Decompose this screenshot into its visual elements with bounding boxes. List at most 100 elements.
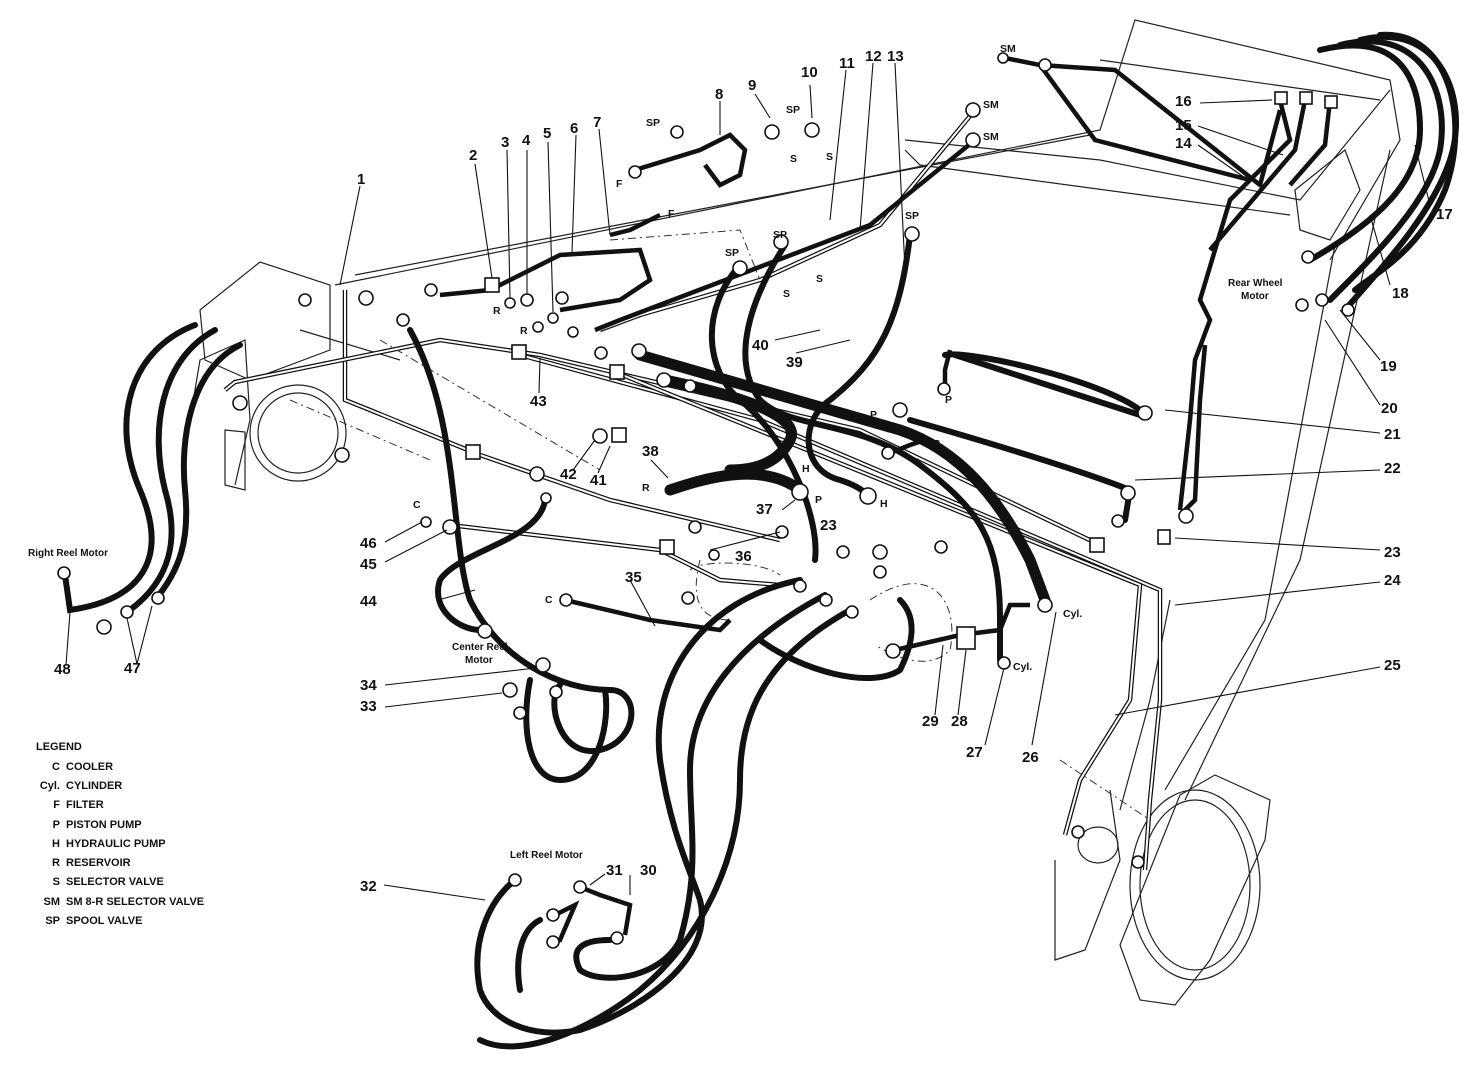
left-reel-motor-label: Left Reel Motor xyxy=(510,850,583,861)
callout-1: 1 xyxy=(357,171,365,188)
callout-25: 25 xyxy=(1384,657,1401,674)
port-label: Cyl. xyxy=(1063,608,1082,620)
callout-14: 14 xyxy=(1175,135,1192,152)
callout-37: 37 xyxy=(756,501,773,518)
callout-24: 24 xyxy=(1384,572,1401,589)
callout-26: 26 xyxy=(1022,749,1039,766)
port-label: P xyxy=(870,409,877,421)
callout-4: 4 xyxy=(522,132,531,149)
callout-5: 5 xyxy=(543,125,551,142)
callout-29: 29 xyxy=(922,713,939,730)
legend-text: CYLINDER xyxy=(66,779,123,792)
callout-47: 47 xyxy=(124,660,141,677)
rear-wheel-motor-label-1: Rear Wheel xyxy=(1228,278,1283,289)
legend-code: SM xyxy=(43,895,61,908)
legend-text: SELECTOR VALVE xyxy=(66,876,164,889)
callout-3: 3 xyxy=(501,134,509,151)
port-label: P xyxy=(933,438,940,450)
legend-text: HYDRAULIC PUMP xyxy=(66,837,166,850)
callout-10: 10 xyxy=(801,64,818,81)
callout-34: 34 xyxy=(360,677,377,694)
port-label: SM xyxy=(983,131,999,143)
legend-text: RESERVOIR xyxy=(66,857,131,870)
callout-35: 35 xyxy=(625,569,642,586)
port-label: C xyxy=(413,499,421,511)
legend-row: H HYDRAULIC PUMP xyxy=(36,834,266,853)
legend-text: SPOOL VALVE xyxy=(66,915,143,928)
port-label: H xyxy=(802,463,810,475)
legend-text: FILTER xyxy=(66,799,104,812)
callout-45: 45 xyxy=(360,556,377,573)
callout-8: 8 xyxy=(715,86,723,103)
port-label: C xyxy=(545,594,553,606)
port-label: F xyxy=(616,178,623,190)
callout-48: 48 xyxy=(54,661,71,678)
callout-23-center: 23 xyxy=(820,517,837,534)
legend-row: R RESERVOIR xyxy=(36,853,266,872)
callout-20: 20 xyxy=(1381,400,1398,417)
legend-code: Cyl. xyxy=(39,779,60,792)
port-label: S xyxy=(783,288,790,300)
callout-23-right: 23 xyxy=(1384,544,1401,561)
legend-code: F xyxy=(53,799,60,812)
callout-33: 33 xyxy=(360,698,377,715)
port-label: SP xyxy=(646,117,660,129)
callout-27: 27 xyxy=(966,744,983,761)
legend-text: COOLER xyxy=(66,760,114,773)
callout-28: 28 xyxy=(951,713,968,730)
legend-text: SM 8-R SELECTOR VALVE xyxy=(66,895,205,908)
center-reel-motor-label-1: Center Reel xyxy=(452,642,508,653)
callout-22: 22 xyxy=(1384,460,1401,477)
port-label: SP xyxy=(773,229,787,241)
callout-15: 15 xyxy=(1175,117,1192,134)
port-label: SM xyxy=(983,99,999,111)
port-label: P xyxy=(815,494,822,506)
port-label: R xyxy=(520,325,528,337)
callout-40: 40 xyxy=(752,337,769,354)
callout-46: 46 xyxy=(360,535,377,552)
port-label: Cyl. xyxy=(1013,661,1032,673)
center-reel-motor-label-2: Motor xyxy=(465,655,493,666)
callout-31: 31 xyxy=(606,862,623,879)
port-label: SP xyxy=(905,210,919,222)
flexible-hoses xyxy=(62,31,1459,1050)
legend-code: R xyxy=(52,857,60,870)
legend-row: Cyl. CYLINDER xyxy=(36,776,266,795)
callout-9: 9 xyxy=(748,77,756,94)
callout-30: 30 xyxy=(640,862,657,879)
port-label: H xyxy=(880,498,888,510)
fittings xyxy=(57,52,1355,949)
callout-43: 43 xyxy=(530,393,547,410)
leader-lines xyxy=(65,62,1431,901)
legend-row: C COOLER xyxy=(36,757,266,776)
legend-code: C xyxy=(52,760,60,773)
callout-42: 42 xyxy=(560,466,577,483)
machine-frame xyxy=(189,19,1401,1006)
callout-36: 36 xyxy=(735,548,752,565)
legend-row: F FILTER xyxy=(36,796,266,815)
legend-code: H xyxy=(52,837,60,850)
callout-39: 39 xyxy=(786,354,803,371)
rear-wheel-motor-label-2: Motor xyxy=(1241,291,1269,302)
callout-44: 44 xyxy=(360,593,377,610)
callout-16: 16 xyxy=(1175,93,1192,110)
rigid-tubes xyxy=(223,55,1333,943)
callout-6: 6 xyxy=(570,120,578,137)
port-label: R xyxy=(642,482,650,494)
callout-7: 7 xyxy=(593,114,601,131)
callout-11: 11 xyxy=(839,55,855,72)
callout-12: 12 xyxy=(865,48,882,65)
callout-32: 32 xyxy=(360,878,377,895)
port-label: S xyxy=(826,151,833,163)
callout-2: 2 xyxy=(469,147,477,164)
legend-code: SP xyxy=(45,915,60,928)
callout-38: 38 xyxy=(642,443,659,460)
callout-17: 17 xyxy=(1436,206,1453,223)
legend-code: P xyxy=(52,818,60,831)
port-label: S xyxy=(816,273,823,285)
right-reel-motor-label: Right Reel Motor xyxy=(28,548,108,559)
port-labels: SM SM SM SP SP SP SP SP S S S S F F R R … xyxy=(413,43,1082,673)
